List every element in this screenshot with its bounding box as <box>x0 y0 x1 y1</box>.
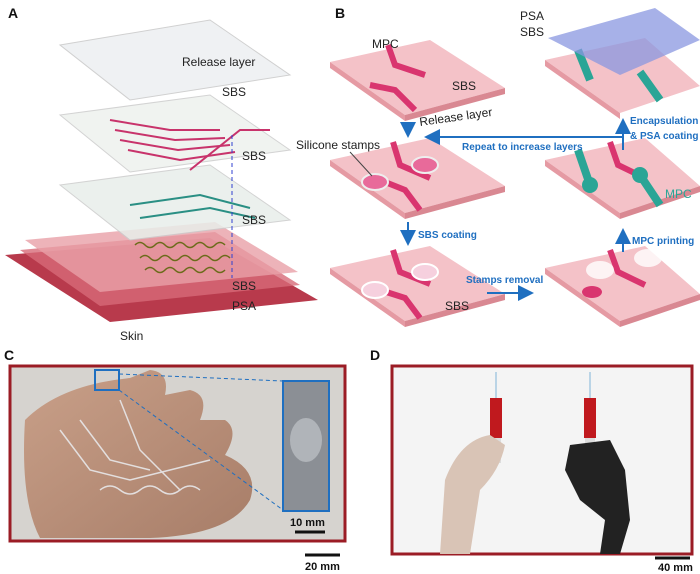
sbs-label: SBS <box>520 25 544 39</box>
teal-circuit <box>129 193 256 219</box>
psa-sbs-top-layer <box>548 8 700 75</box>
sbs-label: SBS <box>452 79 476 93</box>
plate-3 <box>330 246 505 327</box>
step-psa-coating: & PSA coating <box>630 131 699 142</box>
stamps-pointer <box>349 151 373 177</box>
robotic-hand <box>565 440 630 554</box>
magenta-circuit <box>109 119 270 171</box>
silicone-stamps-label: Silicone stamps <box>296 138 380 152</box>
inset-scale-label: 10 mm <box>290 517 325 529</box>
process-arrows <box>400 118 631 301</box>
step-repeat: Repeat to increase layers <box>462 142 583 153</box>
photo-robot-frame <box>390 364 694 556</box>
panel-label-a: A <box>8 5 18 21</box>
layer-label: SBS <box>242 149 266 163</box>
panel-label-d: D <box>370 347 380 363</box>
step-stamps-removal: Stamps removal <box>466 275 543 286</box>
panel-d: D 40 mm <box>370 347 694 574</box>
layer-label: SBS <box>232 279 256 293</box>
scale-label-d: 40 mm <box>658 562 693 574</box>
panel-c: C 10 mm 20 mm <box>4 347 347 573</box>
mpc-green-label: MPC <box>665 187 692 201</box>
panel-label-b: B <box>335 5 345 21</box>
plate-6 <box>545 8 700 119</box>
panel-b: B <box>296 5 700 327</box>
scale-label-c: 20 mm <box>305 561 340 573</box>
step-mpc-printing: MPC printing <box>632 236 694 247</box>
hand-photo <box>24 370 253 538</box>
layer-label: SBS <box>222 85 246 99</box>
serpentine-sensor <box>134 241 231 274</box>
plate-4 <box>545 246 700 327</box>
release-layer <box>58 19 292 101</box>
panel-a: A Release layer SBS SBS SBS SBS PSA Skin <box>5 5 318 343</box>
sbs-layer-3 <box>58 164 292 241</box>
inset-sensor <box>290 418 322 462</box>
mpc-label: MPC <box>372 37 399 51</box>
zoom-region-box <box>94 369 120 391</box>
layer-label: Skin <box>120 329 143 343</box>
plate-5 <box>545 138 700 219</box>
layer-label: SBS <box>242 213 266 227</box>
plate-2 <box>330 138 505 219</box>
psa-label: PSA <box>520 9 544 23</box>
human-hand <box>440 435 505 554</box>
panel-label-c: C <box>4 347 14 363</box>
sbs-label: SBS <box>445 299 469 313</box>
plate-1 <box>330 40 505 121</box>
step-sbs-coating: SBS coating <box>418 230 477 241</box>
layer-label: Release layer <box>182 55 255 69</box>
printed-circuit-on-hand <box>59 399 211 495</box>
layer-label: PSA <box>232 299 256 313</box>
step-encapsulation: Encapsulation <box>630 116 698 127</box>
